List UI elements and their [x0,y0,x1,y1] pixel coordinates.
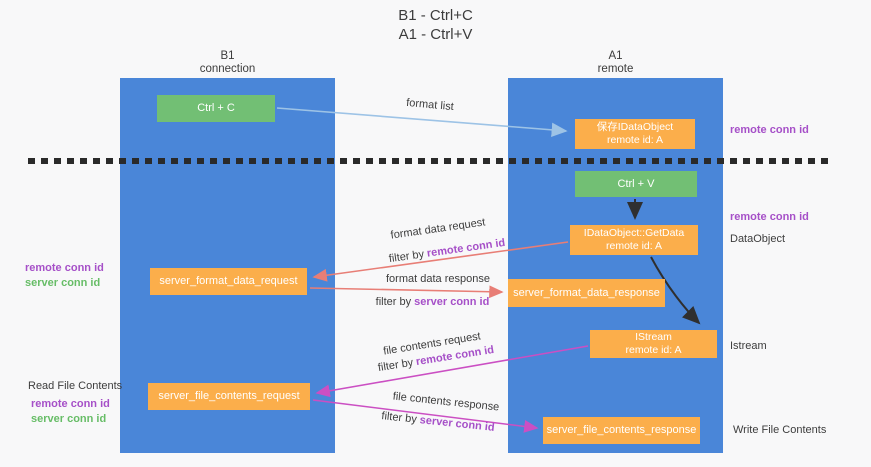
write-file-contents-label: Write File Contents [733,424,827,436]
lane-a1-name: A1 [608,50,623,62]
filter-by-text-4: filter by [380,410,418,426]
save-idataobject-box: 保存IDataObject remote id: A [575,119,695,149]
server-conn-id-label-left1: server conn id [25,277,101,289]
server-format-data-response-label: server_format_data_response [513,286,660,299]
format-data-response-arrow [309,285,504,299]
istream-line2: remote id: A [625,344,682,356]
session-separator-line [28,158,833,164]
lane-b1-role: connection [199,63,256,75]
lane-header-b1: B1 connection [120,50,335,76]
ctrl-c-box: Ctrl + C [157,95,275,122]
left-conn-id-block-format: remote conn id server conn id [25,261,104,291]
format-data-request-filter-label: filter byremote conn id [382,236,512,266]
server-file-contents-request-label: server_file_contents_request [158,390,300,402]
idataobject-getdata-box: IDataObject::GetData remote id: A [570,225,698,255]
remote-conn-id-label-left2: remote conn id [31,398,110,410]
format-list-label: format list [405,96,455,114]
istream-side-label: Istream [730,340,767,352]
save-idataobject-line1: 保存IDataObject [596,121,674,133]
format-data-response-label: format data response [386,273,490,285]
istream-box: IStream remote id: A [590,330,717,358]
format-data-request-label: format data request [389,216,487,242]
filter-server-conn-id-2: server conn id [414,296,490,308]
ctrl-v-box: Ctrl + V [575,171,697,197]
title-line-1: B1 - Ctrl+C [398,7,473,24]
ctrl-v-label: Ctrl + V [617,177,655,190]
server-format-data-request-box: server_format_data_request [150,268,307,295]
filter-by-text-2: filter by [375,296,412,308]
filter-by-text-1: filter by [388,248,425,266]
diagram-title: B1 - Ctrl+C A1 - Ctrl+V [0,6,871,44]
server-conn-id-label-left2: server conn id [31,413,107,425]
file-contents-response-label: file contents response [392,390,500,414]
istream-line1: IStream [635,331,672,343]
filter-by-text-3: filter by [377,356,415,375]
remote-conn-id-label-top: remote conn id [730,124,809,136]
filter-remote-conn-id-1: remote conn id [426,236,506,260]
server-file-contents-response-box: server_file_contents_response [543,417,700,444]
lane-a1-role: remote [597,63,634,75]
title-line-2: A1 - Ctrl+V [398,26,473,43]
read-file-contents-label: Read File Contents [28,380,123,392]
server-format-data-response-box: server_format_data_response [508,279,665,307]
server-file-contents-request-box: server_file_contents_request [148,383,310,410]
getdata-line1: IDataObject::GetData [583,227,685,239]
server-file-contents-response-label: server_file_contents_response [546,424,697,436]
lane-b1-name: B1 [220,50,235,62]
filter-server-conn-id-4: server conn id [419,414,496,434]
dataobject-label: DataObject [730,233,786,245]
getdata-line2: remote id: A [605,240,663,252]
ctrl-c-label: Ctrl + C [197,102,235,114]
remote-conn-id-label-mid: remote conn id [730,211,809,223]
lane-header-a1: A1 remote [508,50,723,76]
server-format-data-request-label: server_format_data_request [159,275,298,287]
remote-conn-id-label-left1: remote conn id [25,262,104,274]
left-conn-id-block-file: remote conn id server conn id [31,397,110,427]
save-idataobject-line2: remote id: A [606,134,664,146]
